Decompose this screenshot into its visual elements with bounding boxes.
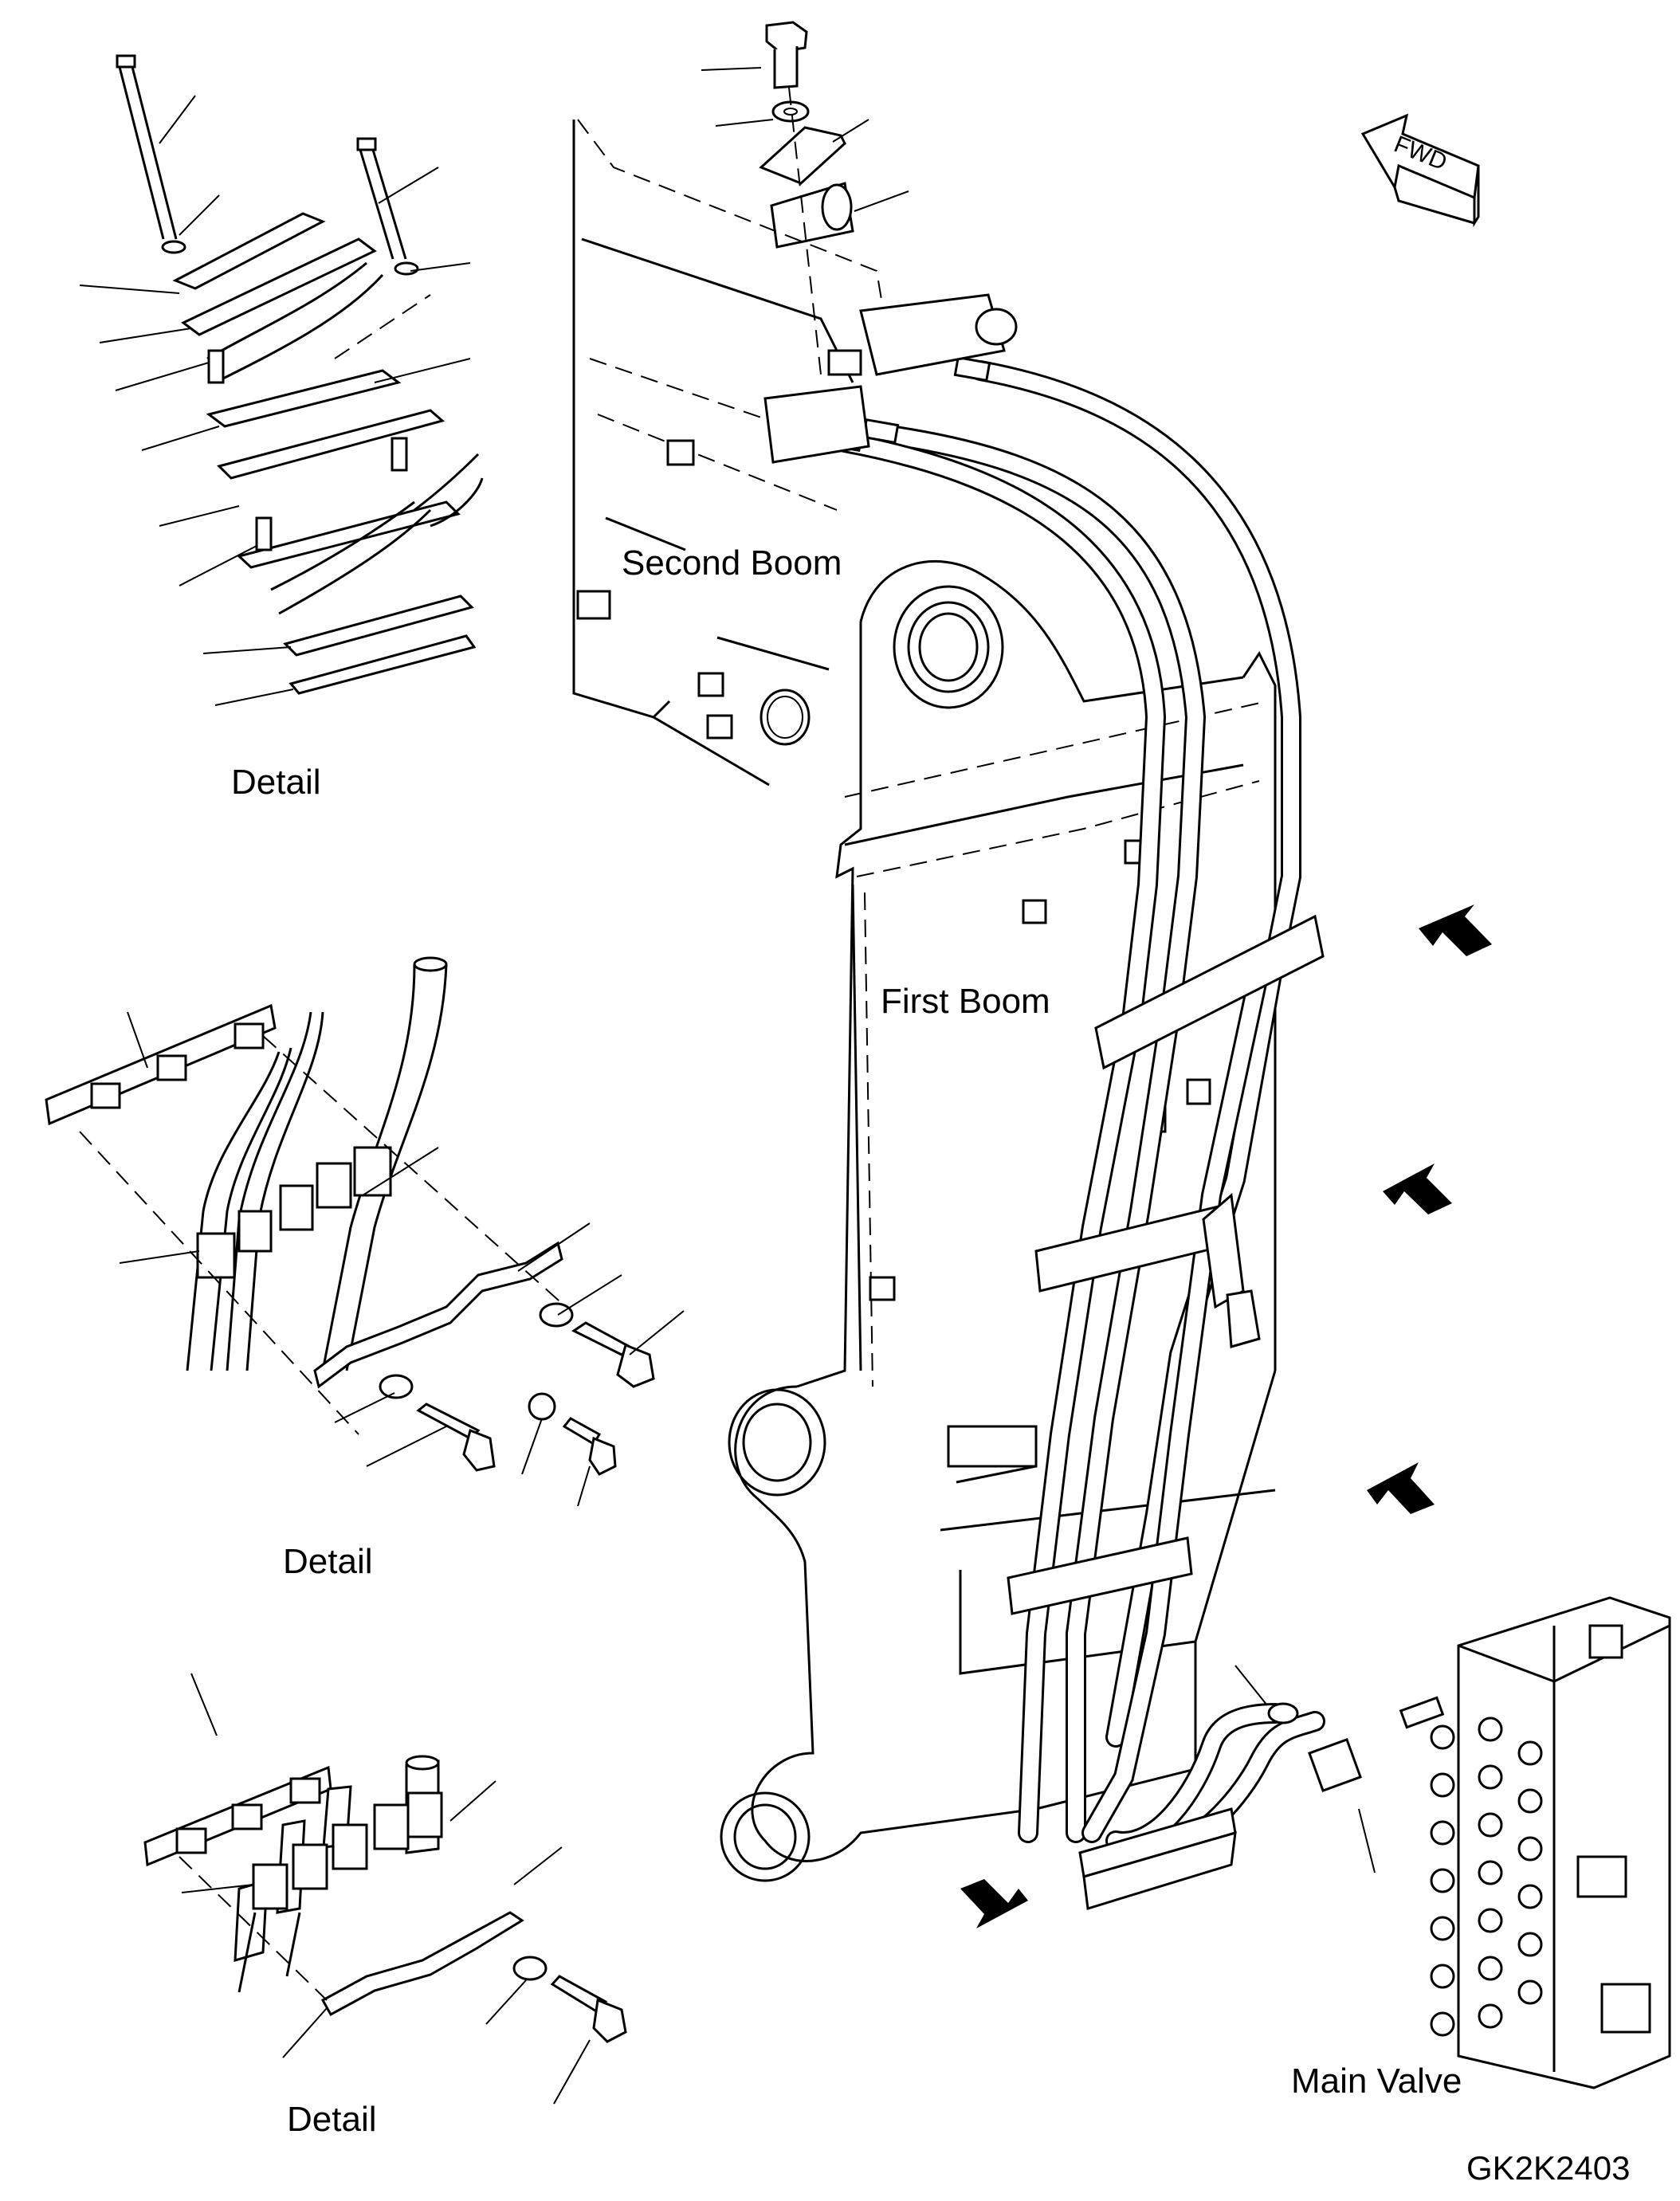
detail-middle-label: Detail <box>283 1542 373 1581</box>
detail-middle-clamp-assembly <box>45 956 685 1507</box>
detail-bottom-label: Detail <box>287 2100 377 2139</box>
main-valve <box>1234 1596 1671 2089</box>
hose-fittings-top <box>763 293 1018 464</box>
detail-top-clamp-assembly <box>79 54 484 706</box>
detail-top-label: Detail <box>231 763 321 802</box>
second-boom-label: Second Boom <box>622 543 842 583</box>
drawing-code: GK2K2403 <box>1466 2149 1631 2187</box>
first-boom-structure <box>720 559 1277 1882</box>
detail-bottom-clamp-assembly <box>143 1673 627 2105</box>
boom-hoses <box>834 360 1325 1867</box>
boom-hose-clamps <box>1007 914 1325 1910</box>
top-clamp-fastener-stack <box>701 21 909 375</box>
fwd-arrow-icon <box>1360 113 1480 228</box>
main-valve-label: Main Valve <box>1291 2062 1462 2101</box>
view-arrow-icon <box>960 904 1492 1928</box>
first-boom-label: First Boom <box>881 982 1050 1021</box>
